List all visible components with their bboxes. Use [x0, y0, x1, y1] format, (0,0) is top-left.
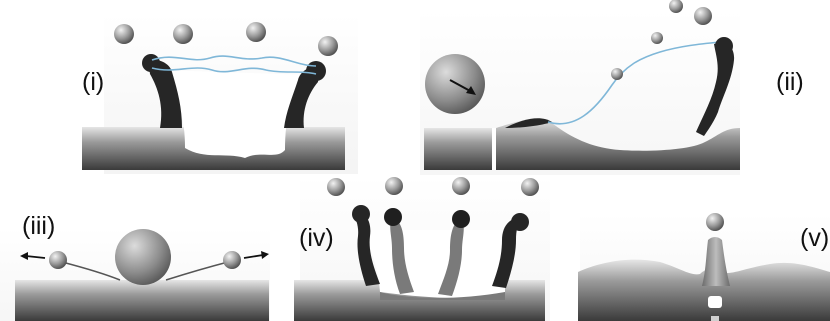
droplet — [385, 177, 403, 195]
finger-outer-right — [492, 218, 520, 288]
substrate-gap — [492, 128, 496, 170]
droplet — [114, 24, 134, 44]
substrate — [424, 128, 492, 170]
finger-tip — [384, 208, 402, 226]
central-jet — [702, 237, 730, 286]
panel-label-ii: (ii) — [776, 68, 804, 96]
finger-inner-right — [438, 218, 464, 296]
corona-wall-right — [284, 66, 320, 128]
crater — [160, 70, 312, 158]
panel-label-i: (i) — [82, 68, 104, 96]
droplet — [651, 32, 663, 44]
panel-ii: (ii) — [420, 0, 804, 175]
droplet — [452, 177, 470, 195]
substrate — [578, 259, 830, 321]
sheet-line — [151, 55, 317, 67]
droplet — [49, 251, 67, 269]
finger-tip — [511, 213, 529, 231]
panel-i: (i) — [82, 14, 358, 174]
central-droplet — [115, 229, 171, 285]
impacting-droplet — [425, 54, 485, 114]
jet-droplet — [706, 213, 724, 231]
crater — [360, 230, 520, 298]
panel-label-v: (v) — [800, 224, 829, 252]
panel-label-iv: (iv) — [299, 224, 334, 252]
finger-tip — [715, 37, 733, 55]
finger — [696, 42, 735, 136]
droplet — [611, 68, 623, 80]
cavity-lower — [711, 316, 719, 321]
droplet — [521, 178, 539, 196]
fluid-lump — [505, 118, 552, 128]
panel-iv: (iv) — [294, 176, 550, 321]
droplet — [327, 178, 345, 196]
arrowhead — [20, 252, 28, 260]
droplet — [318, 36, 338, 56]
arrow-left — [25, 255, 46, 259]
droplet — [223, 251, 241, 269]
filament — [165, 261, 229, 281]
finger-tip — [352, 205, 370, 223]
sheet-line — [547, 41, 721, 125]
filament — [61, 261, 121, 281]
droplet — [669, 0, 683, 13]
arrowhead — [466, 86, 476, 95]
finger-inner-left — [390, 218, 414, 294]
rim-blob-right — [306, 61, 326, 81]
corona-wall-left — [148, 59, 182, 129]
panel-v: (v) — [578, 213, 830, 321]
sheet-line — [151, 67, 317, 75]
droplet — [173, 24, 193, 44]
finger-outer-left — [353, 211, 380, 286]
droplet — [694, 7, 712, 25]
finger-tip — [452, 210, 470, 228]
arrow-right — [243, 254, 264, 259]
cavity — [708, 296, 722, 308]
fluid-pool — [380, 292, 505, 300]
substrate — [15, 280, 269, 321]
arrowhead — [261, 251, 269, 259]
droplet — [246, 22, 266, 42]
panel-iii: (iii) — [0, 212, 270, 321]
panel-label-iii: (iii) — [22, 212, 55, 240]
substrate — [496, 118, 740, 170]
